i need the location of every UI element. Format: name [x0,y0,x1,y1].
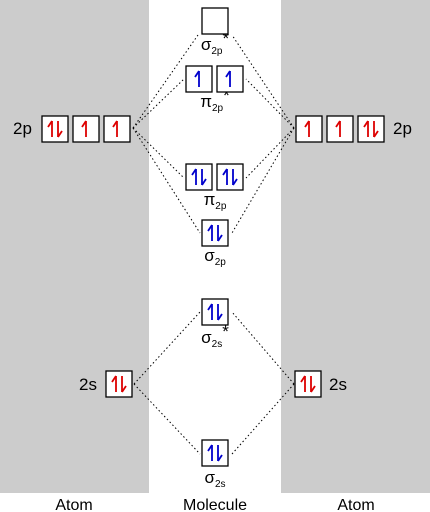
orbital-box-frame [357,115,385,143]
orbital-box [326,115,354,143]
right-atom-panel [281,0,430,493]
orbital-box-frame [201,298,229,326]
spin-down-arrow [217,225,223,242]
orbital-box [216,163,244,191]
orbital-box [72,115,100,143]
orbital-box [201,298,229,326]
orbital-box [201,439,229,467]
orbital-box [357,115,385,143]
spin-down-arrow [57,121,63,138]
spin-down-arrow [232,169,238,186]
orbital-box [185,65,213,93]
connector-right-2p-sigma-2p [231,127,295,234]
sigma-2s-label: σ2s [204,468,225,490]
left-atom-caption: Atom [55,497,92,512]
orbital-box [295,115,323,143]
connector-left-2s-sigma-2s [133,383,201,455]
left-atom-panel [0,0,149,493]
spin-up-arrow [81,120,87,137]
left-2s-label: 2s [79,375,97,394]
right-2s-label: 2s [329,375,347,394]
orbital-box [201,7,229,35]
orbital-box [105,370,133,398]
orbital-box [201,219,229,247]
spin-down-arrow [217,304,223,321]
orbital-box-frame [105,370,133,398]
spin-up-arrow [112,120,118,137]
orbital-left-2s [105,370,133,398]
connector-left-2p-sigma-2p [132,127,201,234]
orbital-box-frame [103,115,131,143]
orbital-box [41,115,69,143]
pi-2p-star-label: π2p* [200,86,230,114]
orbital-right-2p [295,115,385,143]
spin-up-arrow [207,444,213,461]
spin-down-arrow [121,376,127,393]
orbital-box-frame [201,219,229,247]
orbital-box-frame [185,65,213,93]
connector-right-2p-pi-2p-star [245,78,295,129]
orbital-pi-2p-star [185,65,244,93]
orbital-box-frame [201,439,229,467]
spin-up-arrow [225,70,231,87]
orbital-sigma-2p [201,219,229,247]
spin-up-arrow [194,70,200,87]
spin-up-arrow [47,120,53,137]
spin-up-arrow [335,120,341,137]
orbital-sigma-2s [201,439,229,467]
orbital-box-frame [185,163,213,191]
orbital-pi-2p [185,163,244,191]
spin-up-arrow [207,303,213,320]
orbital-box-frame [201,7,229,35]
orbital-box [294,370,322,398]
right-2p-label: 2p [393,119,412,138]
spin-down-arrow [201,169,207,186]
sigma-2p-label: σ2p [204,246,226,268]
right-atom-caption: Atom [337,497,374,512]
orbital-box-frame [294,370,322,398]
sigma-2s-star-label: σ2s* [201,322,229,350]
orbital-box [103,115,131,143]
orbital-sigma-2s-star [201,298,229,326]
molecule-caption: Molecule [183,497,247,512]
pi-2p-label: π2p [204,190,227,212]
orbital-boxes [41,7,385,467]
spin-down-arrow [310,376,316,393]
spin-up-arrow [111,375,117,392]
connector-left-2s-sigma-2s-star [133,311,201,385]
spin-up-arrow [304,120,310,137]
orbital-box [216,65,244,93]
orbital-box-frame [41,115,69,143]
orbital-left-2p [41,115,131,143]
connector-right-2p-sigma-2p-star [231,34,295,129]
orbital-right-2s [294,370,322,398]
spin-up-arrow [207,224,213,241]
connector-left-2p-sigma-2p-star [132,34,199,129]
spin-up-arrow [222,168,228,185]
orbital-sigma-2p-star [201,7,229,35]
orbital-box [185,163,213,191]
spin-down-arrow [217,445,223,462]
spin-down-arrow [373,121,379,138]
spin-up-arrow [191,168,197,185]
sigma-2p-star-label: σ2p* [201,29,230,57]
orbital-box-frame [216,163,244,191]
spin-up-arrow [363,120,369,137]
spin-up-arrow [300,375,306,392]
orbital-connector-lines [132,34,295,455]
left-2p-label: 2p [13,119,32,138]
